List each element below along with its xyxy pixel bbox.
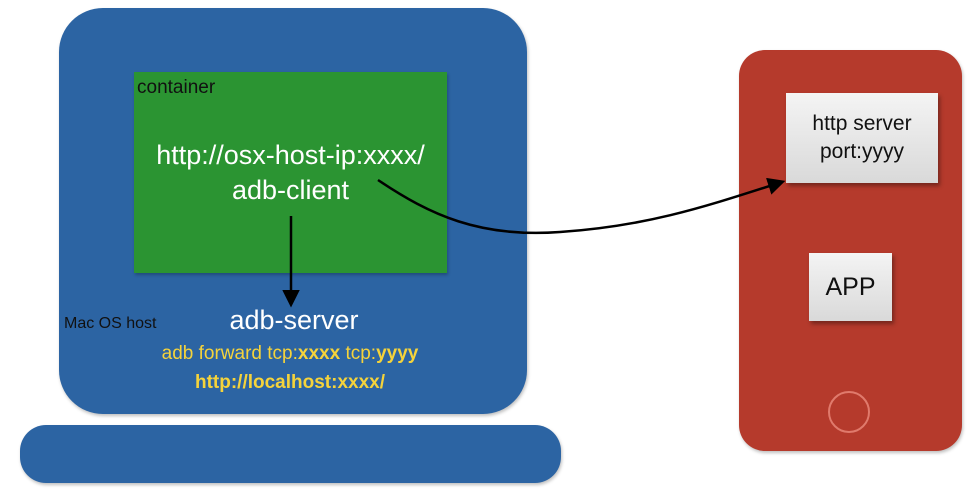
http-server-box: http server port:yyyy (786, 93, 938, 183)
home-button-icon (828, 391, 870, 433)
app-box: APP (809, 253, 892, 321)
container-label: container (137, 77, 216, 98)
forward-port-a: xxxx (297, 343, 341, 364)
forward-mid: tcp: (340, 343, 377, 364)
client-to-http-server-arrow (377, 177, 786, 235)
adb-client-url: http://osx-host-ip:xxxx/ (156, 140, 425, 170)
adb-forward-command: adb forward tcp:xxxx tcp:yyyy (90, 343, 490, 365)
mac-host-base (20, 425, 561, 483)
mac-host-label: Mac OS host (64, 315, 157, 332)
forward-port-b: yyyy (376, 343, 419, 364)
forward-prefix: adb forward tcp: (161, 343, 298, 364)
http-server-label: http server (812, 112, 912, 135)
http-server-port: port:yyyy (819, 140, 905, 163)
adb-client-name: adb-client (231, 175, 350, 205)
localhost-url: http://localhost:xxxx/ (194, 372, 386, 393)
adb-server-label: adb-server (229, 305, 359, 335)
